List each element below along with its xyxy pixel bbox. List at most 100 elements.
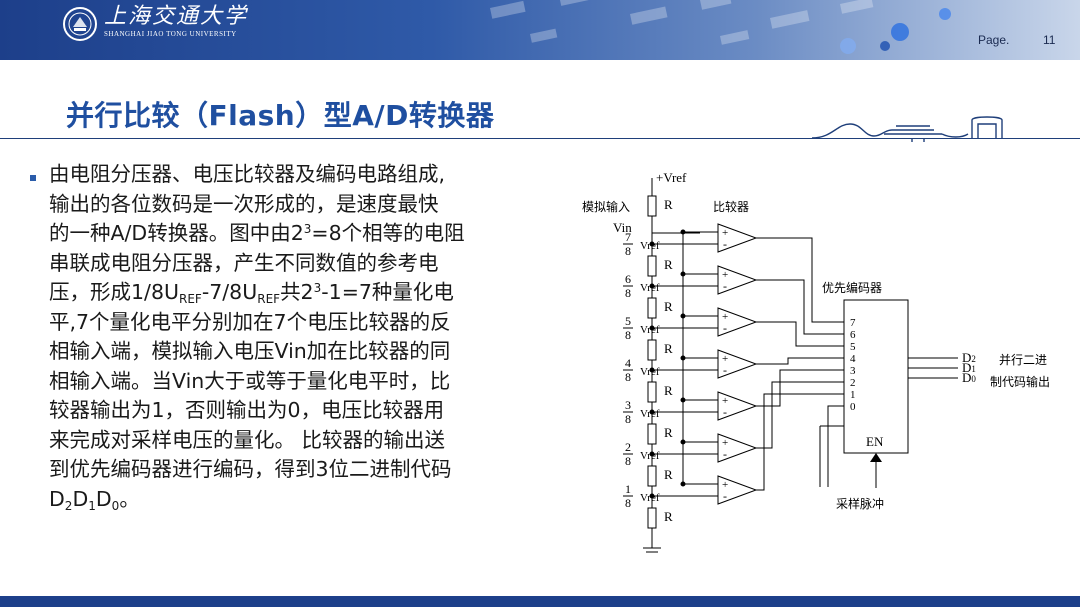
encoder-output-label: D1	[962, 360, 976, 375]
encoder-output-label: D2	[962, 350, 976, 365]
comparator-output-wire	[756, 357, 844, 365]
plus-sign: +	[722, 353, 728, 365]
text-line: 串联成电阻分压器，产生不同数值的参考电	[49, 250, 439, 275]
junction-dot	[680, 271, 686, 277]
text-line: 平,7个量化电平分别加在7个电压比较器的反	[49, 309, 451, 334]
output-label-line1: 并行二进	[999, 353, 1047, 367]
comparator-symbol	[717, 265, 758, 295]
fraction-numerator: 4	[625, 356, 631, 370]
encoder-input-number: 7	[850, 317, 856, 329]
text-line: 的一种A/D转换器。图中由23=8个相等的电阻	[49, 221, 465, 245]
encoder-input-0-wire	[827, 405, 844, 487]
minus-sign: -	[723, 321, 727, 335]
junction-dot	[680, 313, 686, 319]
plus-sign: +	[722, 311, 728, 323]
comparator-symbol	[717, 433, 758, 463]
resistor-label: R	[664, 383, 673, 398]
university-seal-icon	[63, 7, 97, 41]
encoder-input-number: 0	[850, 401, 856, 413]
page-label: Page.	[978, 33, 1010, 47]
junction-dot	[680, 355, 686, 361]
resistor-symbol	[647, 381, 657, 403]
output-label-line2: 制代码输出	[990, 374, 1050, 389]
sample-pulse-label: 采样脉冲	[836, 496, 884, 511]
resistor-label: R	[664, 257, 673, 272]
comparator-symbol	[717, 391, 758, 421]
plus-sign: +	[722, 269, 728, 281]
resistor-label: R	[664, 299, 673, 314]
encoder-input-number: 5	[850, 341, 856, 353]
page-number: 11	[1043, 33, 1056, 47]
resistor-label: R	[664, 197, 673, 212]
plus-sign: +	[722, 227, 728, 239]
junction-dot	[649, 493, 655, 499]
resistor-label: R	[664, 425, 673, 440]
encoder-input-number: 2	[850, 377, 856, 389]
fraction-numerator: 2	[625, 440, 631, 454]
text-line: 较器输出为1，否则输出为0，电压比较器用	[49, 398, 445, 422]
resistor-symbol	[647, 507, 657, 529]
junction-dot	[680, 481, 686, 487]
minus-sign: -	[723, 279, 727, 293]
logo-chinese-name: 上海交通大学	[104, 4, 249, 29]
vref-label: Vref	[640, 492, 660, 504]
footer-bar	[0, 596, 1080, 607]
minus-sign: -	[723, 447, 727, 461]
encoder-output-label: D0	[962, 370, 976, 385]
resistor-symbol	[647, 423, 657, 445]
resistor-symbol	[647, 255, 657, 277]
title-divider	[0, 138, 1080, 139]
encoder-input-number: 3	[850, 365, 856, 377]
encoder-input-number: 1	[850, 389, 856, 401]
resistor-symbol	[647, 195, 657, 217]
comparator-output-wire	[756, 393, 844, 491]
comparator-output-wire	[756, 321, 844, 347]
body-paragraph: 由电阻分压器、电压比较器及编码电路组成, 输出的各位数码是一次形成的，是速度最快…	[49, 160, 584, 514]
comparator-output-wire	[756, 237, 844, 323]
fraction-denominator: 8	[625, 370, 631, 384]
comparator-output-wire	[756, 381, 844, 449]
comparator-output-wire	[756, 279, 844, 335]
junction-dot	[680, 397, 686, 403]
text-line: 相输入端，模拟输入电压Vin加在比较器的同	[49, 339, 451, 363]
junction-dot	[649, 451, 655, 457]
vref-label: Vref	[640, 282, 660, 294]
comparator-symbol	[717, 475, 758, 505]
minus-sign: -	[723, 237, 727, 251]
text-line: 由电阻分压器、电压比较器及编码电路组成,	[49, 162, 446, 186]
fraction-denominator: 8	[625, 412, 631, 426]
header-texture	[417, 0, 951, 54]
vref-label: Vref	[640, 450, 660, 462]
vin-label: Vin	[613, 220, 632, 235]
comparator-symbol	[717, 349, 758, 379]
text-line: 压，形成1/8UREF-7/8UREF共23-1=7种量化电	[49, 280, 454, 306]
logo-english-name: SHANGHAI JIAO TONG UNIVERSITY	[104, 30, 237, 38]
text-line: 来完成对采样电压的量化。 比较器的输出送	[49, 427, 446, 452]
fraction-numerator: 1	[625, 482, 631, 496]
junction-dot	[680, 229, 686, 235]
slide-title: 并行比较（Flash）型A/D转换器	[66, 99, 495, 132]
fraction-denominator: 8	[625, 328, 631, 342]
text-line: 到优先编码器进行编码，得到3位二进制代码	[49, 457, 452, 481]
campus-skyline-icon	[812, 116, 1003, 142]
enable-label: EN	[866, 434, 884, 449]
resistor-symbol	[647, 465, 657, 487]
fraction-denominator: 8	[625, 454, 631, 468]
encoder-input-number: 6	[850, 329, 856, 341]
encoder-input-number: 4	[850, 353, 856, 365]
text-line: 相输入端。当Vin大于或等于量化电平时，比	[49, 368, 451, 393]
plus-sign: +	[722, 395, 728, 407]
minus-sign: -	[723, 489, 727, 503]
analog-input-label: 模拟输入	[582, 199, 630, 214]
vref-label: Vref	[640, 324, 660, 336]
junction-dot	[649, 409, 655, 415]
fraction-numerator: 5	[625, 314, 631, 328]
minus-sign: -	[723, 405, 727, 419]
fraction-numerator: 3	[625, 398, 631, 412]
comparator-symbol	[717, 307, 758, 337]
comparator-output-wire	[756, 369, 844, 407]
resistor-symbol	[647, 339, 657, 361]
text-line: D2D1D0。	[49, 486, 140, 513]
junction-dot	[680, 439, 686, 445]
